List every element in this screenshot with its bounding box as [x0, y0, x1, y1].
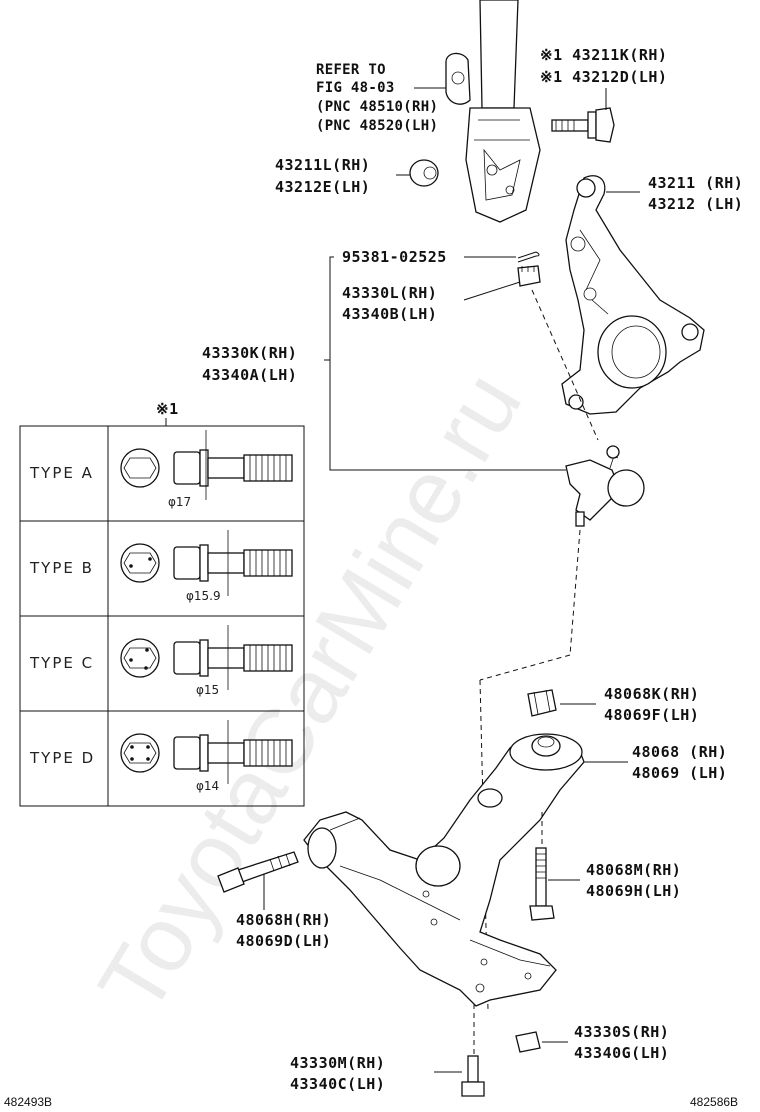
- figure-id-left: 482493B: [4, 1095, 52, 1109]
- strut-assembly-drawing: [445, 0, 541, 223]
- strut-ref-line-4: (PNC 48520(LH): [316, 118, 438, 134]
- dimension-label: φ17: [168, 495, 191, 509]
- callout-lower-bolt-rh: 43330M(RH): [290, 1054, 385, 1072]
- callout-lower-arm-rh: 48068 (RH): [632, 743, 727, 761]
- type-label: TYPE D: [29, 749, 95, 767]
- type-label: TYPE A: [29, 464, 94, 482]
- callout-ball-nut-rh: 43330L(RH): [342, 284, 437, 302]
- ball-joint-drawing: [565, 445, 645, 527]
- lower-bolt-icon: [461, 1055, 485, 1097]
- callout-knuckle-lh: 43212 (LH): [648, 195, 743, 213]
- callout-knuckle-nut-rh: 43211L(RH): [275, 156, 370, 174]
- lower-control-arm-drawing: [303, 733, 585, 1007]
- front-bolt-icon: [217, 851, 299, 893]
- figure-id-right: 482586B: [690, 1095, 738, 1109]
- type-row-d: TYPE D φ14: [29, 720, 293, 793]
- type-label: TYPE C: [29, 654, 94, 672]
- callout-ball-joint-lh: 43340A(LH): [202, 366, 297, 384]
- bolt-head-end-view-icon: [120, 638, 160, 678]
- callout-hub-bolt-rh: ※1 43211K(RH): [540, 46, 667, 64]
- callout-rear-bolt-lh: 48069H(LH): [586, 882, 681, 900]
- lower-nut-icon: [515, 1031, 541, 1053]
- callout-bushing-nut-lh: 48069F(LH): [604, 706, 699, 724]
- callout-lower-arm-lh: 48069 (LH): [632, 764, 727, 782]
- rear-bolt-icon: [529, 847, 555, 921]
- callout-knuckle-rh: 43211 (RH): [648, 174, 743, 192]
- bolt-head-end-view-icon: [120, 543, 160, 583]
- callout-lower-nut-rh: 43330S(RH): [574, 1023, 669, 1041]
- callout-ball-nut-lh: 43340B(LH): [342, 305, 437, 323]
- dimension-label: φ15.9: [186, 589, 221, 603]
- hub-bolt-side-view-icon: [173, 720, 293, 784]
- callout-front-bolt-lh: 48069D(LH): [236, 932, 331, 950]
- callout-front-bolt-rh: 48068H(RH): [236, 911, 331, 929]
- callout-hub-bolt-lh: ※1 43212D(LH): [540, 68, 667, 86]
- callout-rear-bolt-rh: 48068M(RH): [586, 861, 681, 879]
- bolt-head-end-view-icon: [120, 733, 160, 773]
- type-table-header: ※1: [156, 400, 179, 418]
- callout-lower-bolt-lh: 43340C(LH): [290, 1075, 385, 1093]
- bolt-head-end-view-icon: [120, 448, 160, 488]
- castle-nut-icon: [517, 265, 541, 287]
- callout-ball-joint-rh: 43330K(RH): [202, 344, 297, 362]
- bushing-nut-icon: [527, 689, 557, 717]
- type-row-a: TYPE A φ17: [29, 430, 293, 509]
- hub-bolt-icon: [551, 88, 615, 143]
- strut-ref-line-1: REFER TO: [316, 62, 386, 78]
- dimension-label: φ15: [196, 683, 219, 697]
- cotter-pin-icon: [517, 251, 540, 263]
- strut-ref-line-2: FIG 48-03: [316, 80, 395, 96]
- flange-nut-icon: [409, 159, 439, 187]
- callout-bushing-nut-rh: 48068K(RH): [604, 685, 699, 703]
- callout-cotter-pin: 95381-02525: [342, 248, 447, 266]
- strut-ref-line-3: (PNC 48510(RH): [316, 99, 438, 115]
- hub-bolt-side-view-icon: [173, 625, 293, 690]
- hub-bolt-type-table: ※1: [19, 400, 305, 807]
- type-row-c: TYPE C φ15: [29, 625, 293, 697]
- steering-knuckle-drawing: [561, 175, 705, 415]
- hub-bolt-side-view-icon: [173, 430, 293, 500]
- hub-bolt-side-view-icon: [173, 530, 293, 596]
- callout-lower-nut-lh: 43340G(LH): [574, 1044, 669, 1062]
- type-row-b: TYPE B φ15.9: [29, 530, 293, 603]
- dimension-label: φ14: [196, 779, 219, 793]
- callout-knuckle-nut-lh: 43212E(LH): [275, 178, 370, 196]
- type-label: TYPE B: [29, 559, 94, 577]
